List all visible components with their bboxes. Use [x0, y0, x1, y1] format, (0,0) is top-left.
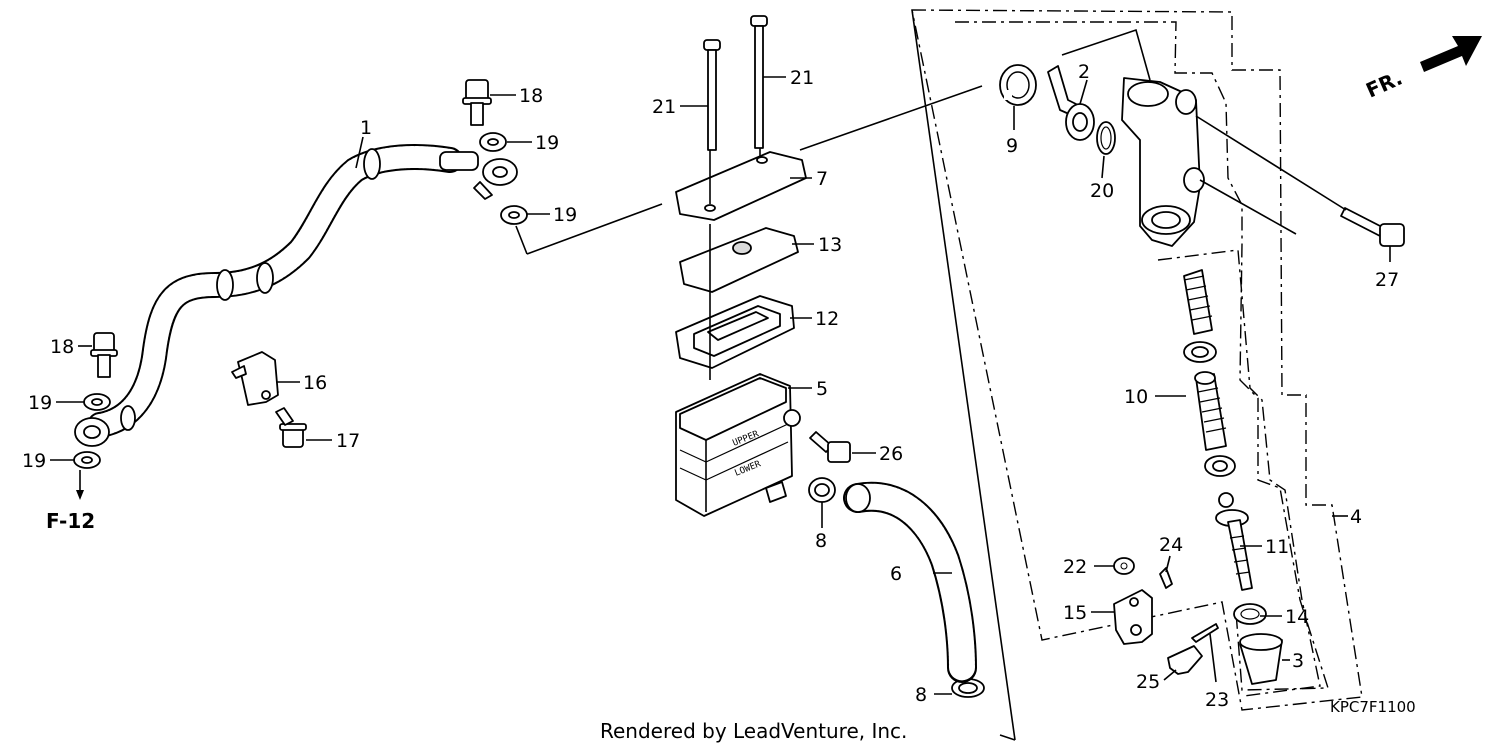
- callout-8-lower[interactable]: 8: [915, 684, 927, 706]
- callout-6[interactable]: 6: [890, 563, 902, 585]
- callout-12[interactable]: 12: [815, 308, 839, 330]
- callout-3[interactable]: 3: [1292, 650, 1304, 672]
- cotter-pin[interactable]: [1191, 623, 1219, 643]
- callout-16[interactable]: 16: [303, 372, 327, 394]
- clamp-bolt[interactable]: [275, 407, 307, 448]
- push-rod[interactable]: [1215, 492, 1253, 591]
- callout-20[interactable]: 20: [1090, 180, 1114, 202]
- piston-inner-outline: [1157, 249, 1321, 697]
- callout-5[interactable]: 5: [816, 378, 828, 400]
- callout-25[interactable]: 25: [1136, 671, 1160, 693]
- callout-15[interactable]: 15: [1063, 602, 1087, 624]
- leader-27-lower: [1199, 179, 1297, 235]
- callout-19-a[interactable]: 19: [535, 132, 559, 154]
- callout-8-upper[interactable]: 8: [815, 530, 827, 552]
- piston-spring[interactable]: [1183, 269, 1213, 335]
- reservoir-body[interactable]: UPPER LOWER: [675, 373, 801, 517]
- callout-4[interactable]: 4: [1350, 506, 1362, 528]
- leader-lines: [50, 76, 1391, 695]
- hose-clip-lower[interactable]: [951, 678, 985, 698]
- callout-13[interactable]: 13: [818, 234, 842, 256]
- callout-23[interactable]: 23: [1205, 689, 1229, 711]
- callout-21-right[interactable]: 21: [790, 67, 814, 89]
- callout-19-d[interactable]: 19: [22, 450, 46, 472]
- reference-label[interactable]: F-12: [46, 509, 95, 533]
- callout-27[interactable]: 27: [1375, 269, 1399, 291]
- callout-11[interactable]: 11: [1265, 536, 1289, 558]
- brake-hose[interactable]: [74, 144, 518, 447]
- callout-21-left[interactable]: 21: [652, 96, 676, 118]
- reservoir-screw-2[interactable]: [750, 15, 768, 149]
- reservoir-plate[interactable]: [679, 227, 799, 293]
- hose-clamp[interactable]: [231, 351, 279, 406]
- front-direction-arrow: [1420, 36, 1482, 72]
- callout-22[interactable]: 22: [1063, 556, 1087, 578]
- footer-credit: Rendered by LeadVenture, Inc.: [600, 719, 907, 743]
- assembly-outlines: [911, 9, 1363, 741]
- callout-labels: 1 2 3 4 5 6 7 8 8 9 10 11 12 13 14 15 16…: [22, 61, 1416, 743]
- hose-bolt-lower[interactable]: [90, 332, 118, 378]
- callout-26[interactable]: 26: [879, 443, 903, 465]
- leader-27-upper: [1195, 115, 1347, 211]
- master-cylinder-bolt[interactable]: [1340, 207, 1405, 247]
- outline-left-edge: [911, 9, 1016, 741]
- piston[interactable]: [1194, 371, 1227, 451]
- hose-clip-upper[interactable]: [808, 477, 836, 503]
- callout-18-lower[interactable]: 18: [50, 336, 74, 358]
- callout-24[interactable]: 24: [1159, 534, 1183, 556]
- reservoir-mount-bolt[interactable]: [809, 431, 851, 463]
- reference-arrow-head: [76, 490, 84, 500]
- reservoir-hose[interactable]: [843, 481, 977, 683]
- callout-2[interactable]: 2: [1078, 61, 1090, 83]
- boot[interactable]: [1239, 633, 1283, 685]
- hose-joint[interactable]: [1047, 65, 1095, 141]
- joint-pin[interactable]: [1159, 567, 1173, 589]
- reservoir-cap[interactable]: [675, 151, 807, 221]
- piston-kit-outline: [955, 21, 1329, 691]
- front-direction-label: FR.: [1362, 66, 1406, 103]
- callout-10[interactable]: 10: [1124, 386, 1148, 408]
- callout-19-c[interactable]: 19: [28, 392, 52, 414]
- outline-left-corner: [999, 734, 1016, 741]
- callout-9[interactable]: 9: [1006, 135, 1018, 157]
- diagram-code: KPC7F1100: [1330, 698, 1416, 716]
- callout-1[interactable]: 1: [360, 117, 372, 139]
- callout-18-upper[interactable]: 18: [519, 85, 543, 107]
- hose-bolt-upper[interactable]: [462, 79, 492, 126]
- master-cylinder-outline: [911, 9, 1363, 711]
- push-rod-joint[interactable]: [1113, 589, 1153, 645]
- master-cylinder-body[interactable]: [1121, 77, 1205, 247]
- cylinder-bracket-line: [1061, 28, 1151, 81]
- joint-pin-head[interactable]: [1167, 645, 1203, 675]
- callout-19-b[interactable]: 19: [553, 204, 577, 226]
- callout-17[interactable]: 17: [336, 430, 360, 452]
- snap-ring[interactable]: [999, 64, 1037, 106]
- reservoir-screw-1[interactable]: [703, 39, 721, 151]
- callout-14[interactable]: 14: [1285, 606, 1309, 628]
- callout-7[interactable]: 7: [816, 168, 828, 190]
